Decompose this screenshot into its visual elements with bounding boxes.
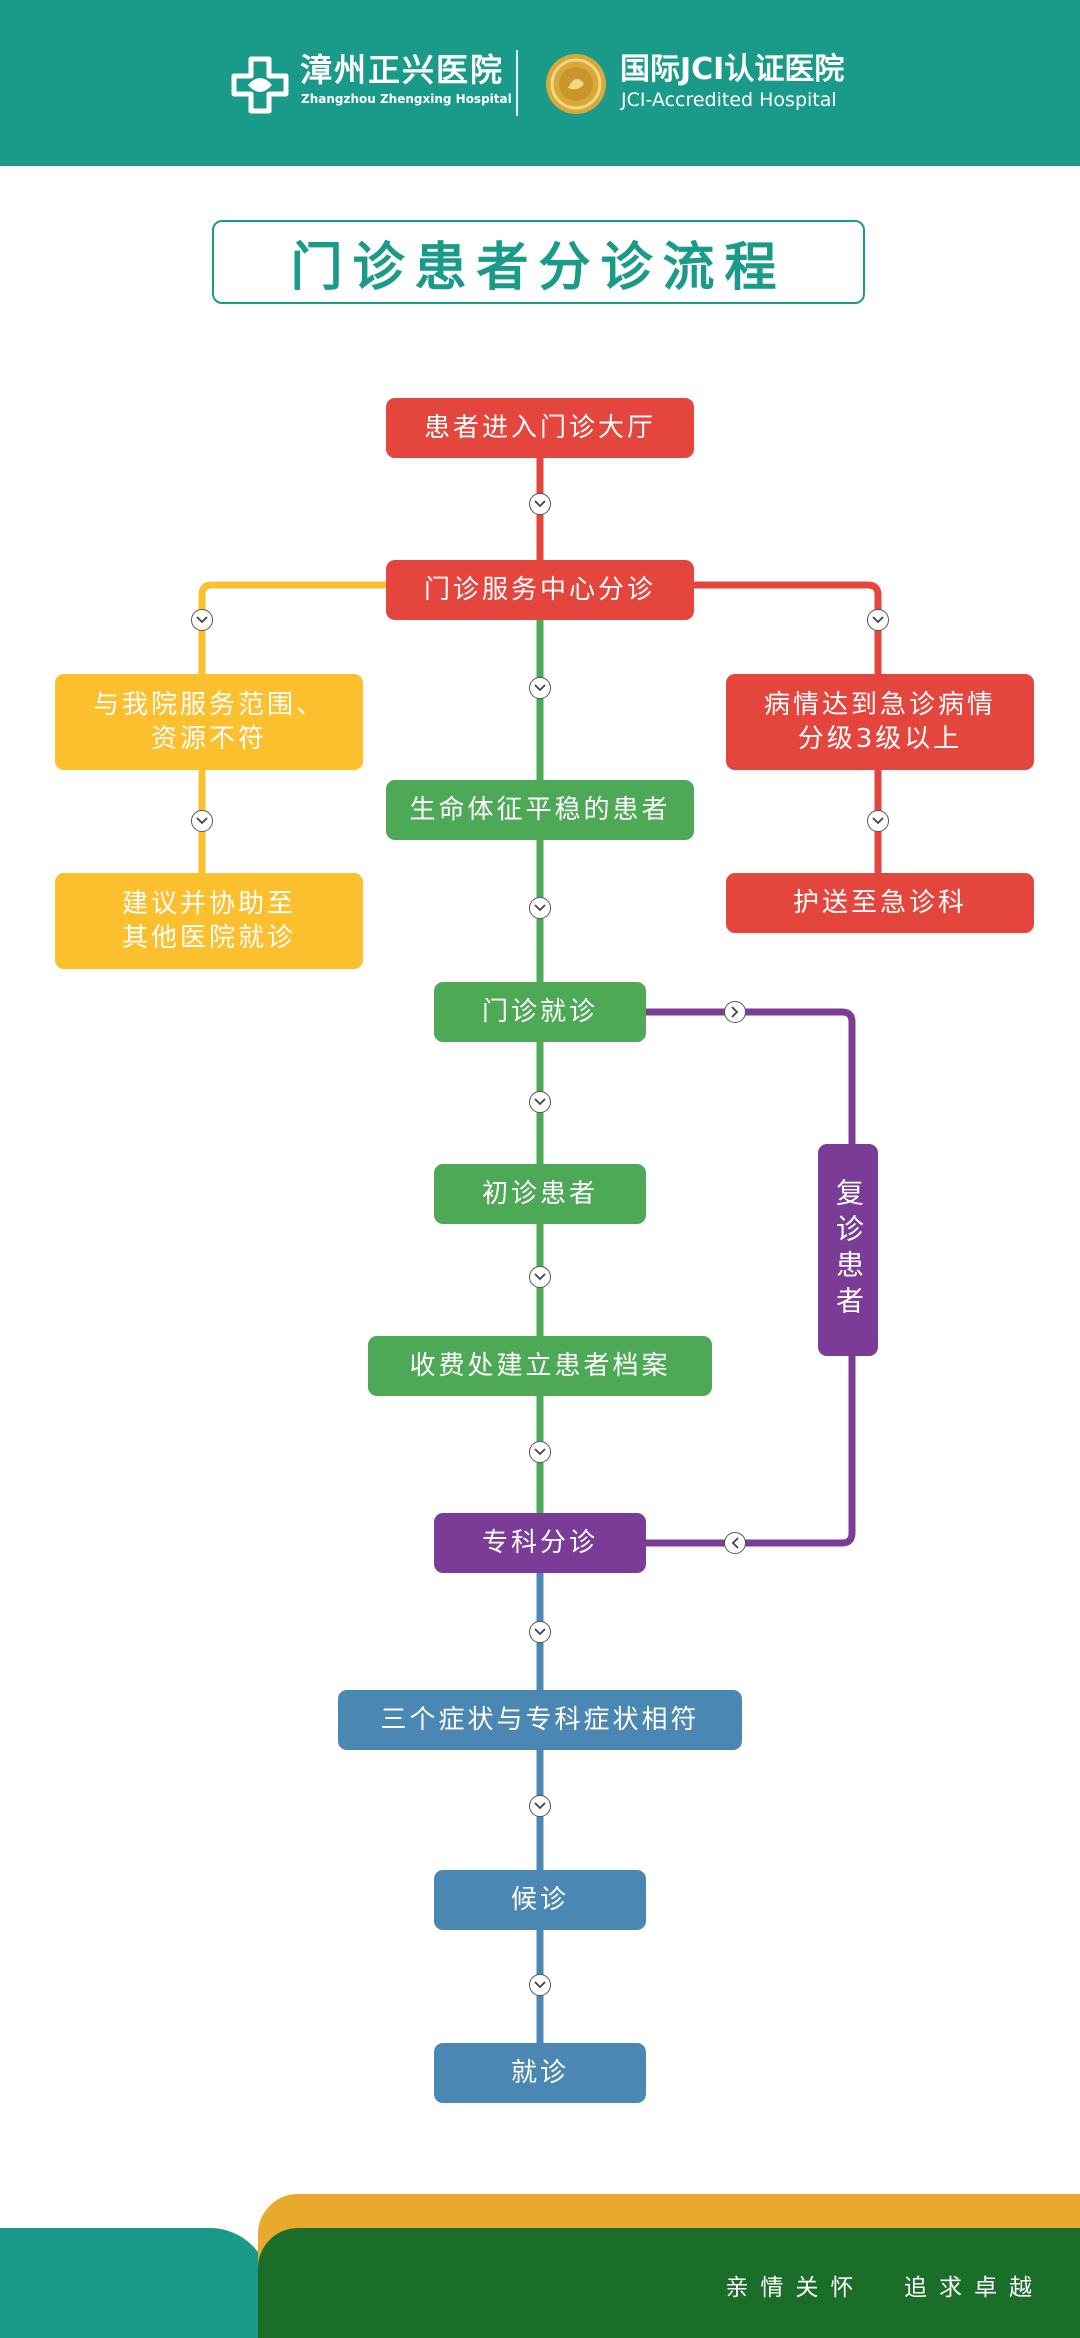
- chevron-down-icon: [867, 609, 889, 631]
- node-not-matching: 与我院服务范围、 资源不符: [55, 674, 363, 770]
- node-refer-line2: 其他医院就诊: [121, 923, 296, 953]
- chevron-right-icon: [724, 1001, 746, 1023]
- jci-title: 国际JCI认证医院: [620, 52, 845, 87]
- node-stable-vitals: 生命体征平稳的患者: [386, 780, 694, 840]
- chevron-down-icon: [529, 1441, 551, 1463]
- footer-teal-band: [0, 2228, 270, 2338]
- hospital-name-en: Zhangzhou Zhengxing Hospital: [301, 92, 512, 106]
- node-not-matching-line1: 与我院服务范围、: [92, 690, 325, 720]
- chevron-down-icon: [191, 609, 213, 631]
- chevron-down-icon: [529, 1795, 551, 1817]
- node-consultation: 就诊: [434, 2043, 646, 2103]
- chevron-down-icon: [191, 810, 213, 832]
- node-waiting: 候诊: [434, 1870, 646, 1930]
- chevron-down-icon: [529, 1091, 551, 1113]
- chevron-down-icon: [529, 1266, 551, 1288]
- node-emergency-level: 病情达到急诊病情 分级3级以上: [726, 674, 1034, 770]
- chevron-down-icon: [529, 677, 551, 699]
- chevron-down-icon: [529, 493, 551, 515]
- page-title: 门诊患者分诊流程: [290, 237, 787, 298]
- node-service-center: 门诊服务中心分诊: [386, 560, 694, 620]
- hospital-name: 漳州正兴医院: [300, 51, 505, 89]
- slogan-left: 亲情关怀: [725, 2275, 866, 2301]
- chevron-left-icon: [724, 1532, 746, 1554]
- node-return-visit: 复诊患者: [818, 1144, 878, 1356]
- node-refer-other-hospital: 建议并协助至 其他医院就诊: [55, 873, 363, 969]
- chevron-down-icon: [867, 810, 889, 832]
- node-symptoms-match: 三个症状与专科症状相符: [338, 1690, 742, 1750]
- node-registration: 收费处建立患者档案: [368, 1336, 712, 1396]
- node-emergency-line1: 病情达到急诊病情: [763, 690, 996, 720]
- chevron-down-icon: [529, 1621, 551, 1643]
- header-bar: 漳州正兴医院 Zhangzhou Zhengxing Hospital 国际JC…: [0, 0, 1080, 166]
- node-escort-emergency: 护送至急诊科: [726, 873, 1034, 933]
- node-enter-hall: 患者进入门诊大厅: [386, 398, 694, 458]
- slogan-right: 追求卓越: [904, 2275, 1044, 2301]
- cross-logo-icon: [231, 56, 289, 114]
- connector-red-right: [690, 581, 882, 876]
- header-divider: [516, 50, 518, 116]
- node-outpatient-visit: 门诊就诊: [434, 982, 646, 1042]
- chevron-down-icon: [529, 1974, 551, 1996]
- jci-title-en: JCI-Accredited Hospital: [621, 89, 837, 111]
- node-refer-line1: 建议并协助至: [121, 889, 296, 919]
- connector-yellow-left: [198, 581, 392, 876]
- footer-slogan: 亲情关怀 追求卓越: [725, 2268, 1044, 2302]
- node-first-visit: 初诊患者: [434, 1164, 646, 1224]
- chevron-down-icon: [529, 897, 551, 919]
- title-frame: 门诊患者分诊流程: [212, 220, 865, 304]
- jci-seal-icon: [546, 54, 606, 114]
- node-emergency-line2: 分级3级以上: [797, 724, 963, 754]
- node-specialty-triage: 专科分诊: [434, 1513, 646, 1573]
- node-not-matching-line2: 资源不符: [150, 724, 267, 754]
- footer-green-band: [258, 2228, 1080, 2338]
